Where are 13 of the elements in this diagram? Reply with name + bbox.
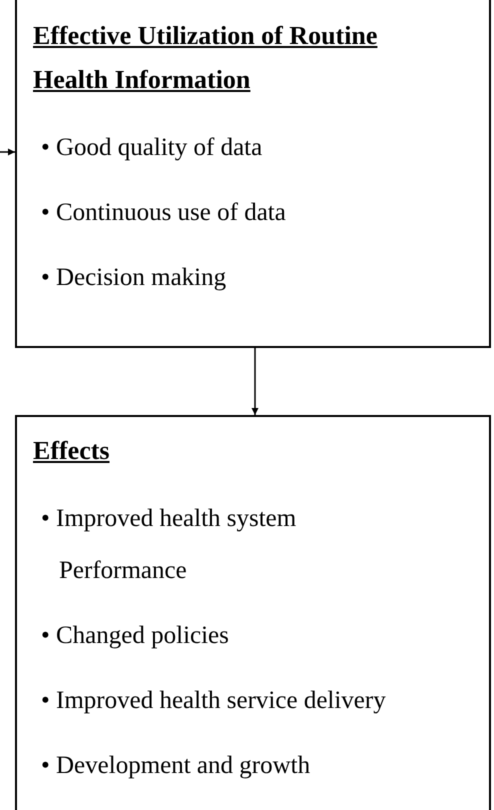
bullet-item: • Development and growth — [41, 751, 312, 781]
box-heading: Effects — [33, 435, 111, 467]
bullet-item: • Good quality of data — [41, 133, 264, 163]
arrow — [0, 148, 15, 156]
bullet-item: • Decision making — [41, 263, 228, 293]
bullet-item: • Continuous use of data — [41, 198, 287, 228]
bullet-item: • Improved health service delivery — [41, 686, 387, 716]
text-box — [15, 0, 491, 348]
box-heading: Effective Utilization of Routine Health Information — [33, 20, 378, 96]
text-box — [15, 415, 491, 810]
arrow — [252, 348, 258, 415]
bullet-item: • Changed policies — [41, 621, 230, 651]
bullet-item: • Improved health system Performance — [41, 504, 298, 586]
